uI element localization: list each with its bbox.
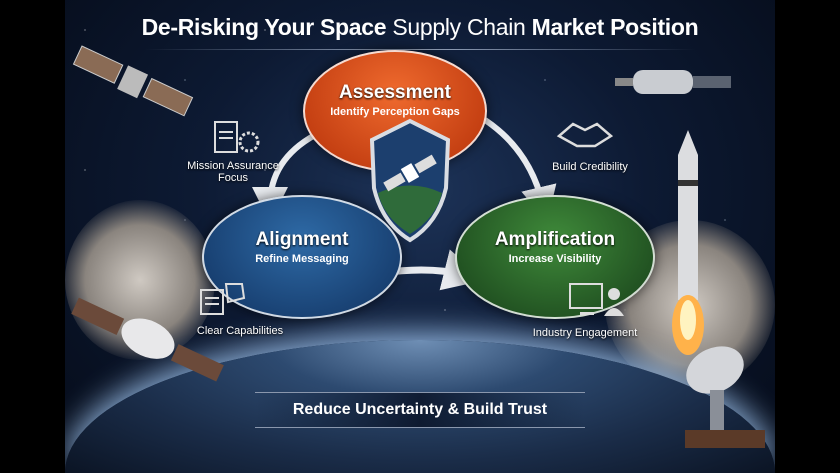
arrow-assessment-to-amplification (483, 117, 557, 223)
label-build-credibility: Build Credibility (552, 161, 628, 173)
label-mission-assurance: Mission Assurance Focus (187, 160, 279, 184)
document-icon (200, 283, 246, 315)
rocket-icon (672, 130, 704, 355)
space-background: De-Risking Your Space Supply Chain Marke… (65, 0, 775, 473)
satellite-dish-icon (685, 346, 765, 448)
amplification-subtitle: Increase Visibility (508, 253, 602, 265)
title-part-2: Supply Chain (392, 14, 526, 40)
title-part-1: De-Risking Your Space (141, 14, 387, 40)
node-amplification: Amplification Increase Visibility (455, 195, 655, 319)
assessment-subtitle: Identify Perception Gaps (330, 106, 460, 118)
bottom-banner: Reduce Uncertainty & Build Trust (255, 392, 585, 428)
monitor-person-icon (569, 283, 624, 316)
label-industry-engagement: Industry Engagement (532, 327, 638, 339)
satellite-icon (72, 45, 194, 117)
satellite-lower-left-icon (71, 297, 224, 382)
space-station-icon (615, 70, 731, 94)
title-part-3: Market Position (531, 14, 699, 40)
node-alignment: Alignment Refine Messaging (202, 195, 402, 319)
handshake-icon (556, 122, 614, 148)
arrow-assessment-to-alignment (252, 132, 317, 223)
checklist-gear-icon (214, 121, 260, 153)
label-clear-capabilities: Clear Capabilities (196, 325, 284, 337)
assessment-title: Assessment (339, 82, 451, 103)
shield-satellite-icon (369, 118, 451, 243)
page-title: De-Risking Your Space Supply Chain Marke… (65, 14, 775, 41)
alignment-title: Alignment (255, 229, 349, 250)
title-divider (145, 49, 695, 50)
alignment-subtitle: Refine Messaging (255, 253, 349, 265)
amplification-title: Amplification (494, 229, 616, 250)
